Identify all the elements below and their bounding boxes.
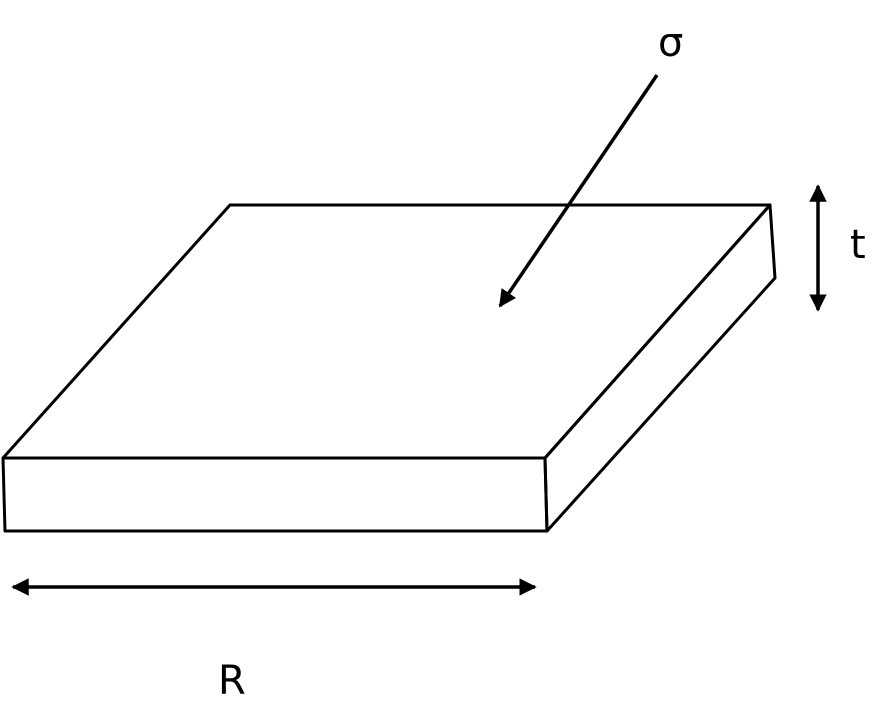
thickness-label: t (850, 222, 866, 268)
stress-arrow (498, 74, 659, 308)
stress-label: σ (658, 20, 683, 66)
plate (1, 203, 777, 533)
plate-front-face (1, 456, 549, 533)
plate-side-face (543, 203, 777, 533)
plate-top-face (1, 203, 772, 460)
length-label: R (218, 658, 246, 704)
